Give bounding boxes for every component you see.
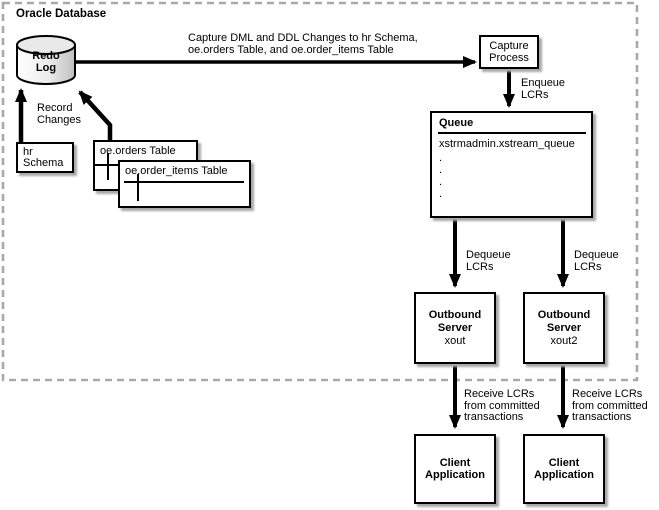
oe-order-items-table-label: oe.order_items Table [125,165,228,177]
queue-title: Queue [438,113,586,134]
capture-changes-label: Capture DML and DDL Changes to hr Schema… [188,32,418,56]
table-grid-line [124,181,244,183]
oe-order-items-table-box: oe.order_items Table [118,160,251,208]
client-application-box-right: Client Application [523,434,605,504]
outbound-server-xout-box: Outbound Server xout [414,292,496,364]
oracle-database-border [1,1,639,382]
queue-ellipsis: . . . . [439,152,443,200]
client-application-label: Client Application [425,456,485,482]
outbound-server-xout2-box: Outbound Server xout2 [523,292,605,364]
redo-log-label: Redo Log [32,50,60,74]
receive-lcrs-label-right: Receive LCRs from committed transactions [572,388,648,423]
queue-name: xstrmadmin.xstream_queue [439,138,575,150]
record-changes-arrow-orders [78,90,113,142]
client-application-box-left: Client Application [414,434,496,504]
queue-box: Queue xstrmadmin.xstream_queue . . . . [430,111,593,218]
oe-orders-table-label: oe.orders Table [100,145,176,157]
dequeue-lcrs-label-left: Dequeue LCRs [466,249,511,273]
receive-lcrs-label-left: Receive LCRs from committed transactions [464,388,540,423]
capture-process-box: Capture Process [479,35,539,69]
table-grid-line [107,153,109,180]
record-changes-label: Record Changes [37,102,82,126]
dequeue-lcrs-label-right: Dequeue LCRs [574,249,619,273]
outbound-server-name: xout [444,335,466,347]
redo-log-cylinder [16,35,76,85]
outbound-server-name: xout2 [550,335,578,347]
table-grid-line [137,174,139,201]
enqueue-lcrs-label: Enqueue LCRs [521,77,566,101]
client-application-label: Client Application [534,456,594,482]
outbound-server-title: Outbound Server [537,309,591,334]
hr-schema-box: hr Schema [16,142,74,173]
outbound-server-title: Outbound Server [428,309,482,334]
oracle-database-title: Oracle Database [16,8,107,20]
